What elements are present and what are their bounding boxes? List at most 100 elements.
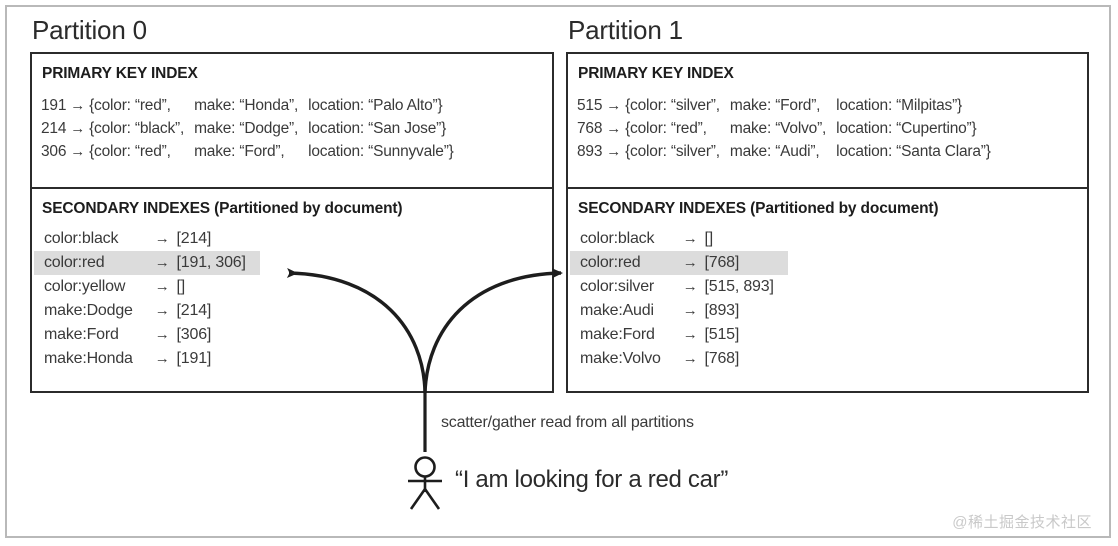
- table-row: make:Ford → [306]: [34, 323, 260, 347]
- posting-list: [214]: [176, 302, 212, 319]
- pk-location: location: “Milpitas”}: [836, 97, 963, 114]
- posting-list: [306]: [176, 326, 212, 343]
- posting-list: [191]: [176, 350, 212, 367]
- arrow-icon: →: [70, 97, 86, 114]
- arrow-icon: →: [682, 254, 698, 271]
- partition-0-secondary-index-heading: SECONDARY INDEXES (Partitioned by docume…: [42, 200, 403, 217]
- arrow-icon: →: [70, 120, 86, 137]
- index-term: color:red: [44, 254, 105, 271]
- partition-1-secondary-index-section: SECONDARY INDEXES (Partitioned by docume…: [568, 189, 1087, 390]
- partition-0-primary-key-section: PRIMARY KEY INDEX 191 → {color: “red”, m…: [32, 54, 552, 189]
- arrow-icon: →: [682, 326, 698, 343]
- pk-location: location: “Palo Alto”}: [308, 97, 443, 114]
- partition-1-title: Partition 1: [568, 15, 683, 45]
- index-term: color:silver: [580, 278, 655, 295]
- arrow-icon: →: [606, 120, 622, 137]
- partition-0-primary-key-heading: PRIMARY KEY INDEX: [42, 65, 198, 82]
- partition-0-box: PRIMARY KEY INDEX 191 → {color: “red”, m…: [30, 52, 554, 393]
- index-term: color:yellow: [44, 278, 126, 295]
- table-row-highlighted: color:red → [768]: [570, 251, 788, 275]
- table-row: 893 → {color: “silver”, make: “Audi”, lo…: [577, 142, 991, 165]
- pk-key: 306: [41, 143, 67, 160]
- table-row: make:Volvo → [768]: [570, 347, 788, 371]
- partition-0-secondary-index-table: color:black → [214] color:red → [191, 30…: [34, 227, 260, 371]
- pk-color: {color: “silver”,: [625, 97, 720, 114]
- pk-key: 893: [577, 143, 603, 160]
- pk-key: 768: [577, 120, 603, 137]
- table-row: make:Honda → [191]: [34, 347, 260, 371]
- pk-location: location: “Cupertino”}: [836, 120, 977, 137]
- pk-make: make: “Ford”,: [194, 143, 285, 160]
- table-row: color:black → []: [570, 227, 788, 251]
- index-term: make:Honda: [44, 350, 133, 367]
- index-term: make:Ford: [44, 326, 119, 343]
- index-term: make:Audi: [580, 302, 654, 319]
- table-row: color:black → [214]: [34, 227, 260, 251]
- posting-list: [515, 893]: [704, 278, 774, 295]
- table-row: 191 → {color: “red”, make: “Honda”, loca…: [41, 96, 454, 119]
- posting-list: []: [704, 230, 714, 247]
- table-row: color:yellow → []: [34, 275, 260, 299]
- arrow-icon: →: [606, 143, 622, 160]
- arrow-icon: →: [606, 97, 622, 114]
- pk-make: make: “Volvo”,: [729, 120, 827, 137]
- pk-make: make: “Dodge”,: [194, 120, 299, 137]
- arrow-icon: →: [682, 302, 698, 319]
- partition-0-title: Partition 0: [32, 15, 147, 45]
- watermark: @稀土掘金技术社区: [952, 514, 1092, 531]
- pk-key: 515: [577, 97, 603, 114]
- table-row: color:silver → [515, 893]: [570, 275, 788, 299]
- index-term: make:Volvo: [580, 350, 661, 367]
- arrow-icon: →: [154, 278, 170, 295]
- pk-color: {color: “silver”,: [625, 143, 720, 160]
- table-row: make:Dodge → [214]: [34, 299, 260, 323]
- partition-1-primary-key-table: 515 → {color: “silver”, make: “Ford”, lo…: [577, 96, 991, 165]
- pk-location: location: “Sunnyvale”}: [308, 143, 454, 160]
- arrow-icon: →: [154, 350, 170, 367]
- pk-key: 191: [41, 97, 67, 114]
- partition-0-primary-key-table: 191 → {color: “red”, make: “Honda”, loca…: [41, 96, 454, 165]
- posting-list: []: [176, 278, 186, 295]
- table-row-highlighted: color:red → [191, 306]: [34, 251, 260, 275]
- arrow-icon: →: [682, 350, 698, 367]
- table-row: 306 → {color: “red”, make: “Ford”, locat…: [41, 142, 454, 165]
- partition-0-secondary-index-section: SECONDARY INDEXES (Partitioned by docume…: [32, 189, 552, 390]
- table-row: 768 → {color: “red”, make: “Volvo”, loca…: [577, 119, 991, 142]
- scatter-gather-label: scatter/gather read from all partitions: [441, 414, 694, 431]
- posting-list: [515]: [704, 326, 740, 343]
- posting-list: [768]: [704, 350, 740, 367]
- partition-1-secondary-index-heading: SECONDARY INDEXES (Partitioned by docume…: [578, 200, 939, 217]
- table-row: 214 → {color: “black”, make: “Dodge”, lo…: [41, 119, 454, 142]
- pk-color: {color: “red”,: [625, 120, 707, 137]
- table-row: make:Audi → [893]: [570, 299, 788, 323]
- arrow-icon: →: [154, 302, 170, 319]
- pk-location: location: “Santa Clara”}: [836, 143, 991, 160]
- posting-list: [768]: [704, 254, 740, 271]
- arrow-icon: →: [682, 278, 698, 295]
- index-term: color:black: [44, 230, 119, 247]
- table-row: 515 → {color: “silver”, make: “Ford”, lo…: [577, 96, 991, 119]
- partition-1-primary-key-heading: PRIMARY KEY INDEX: [578, 65, 734, 82]
- posting-list: [214]: [176, 230, 212, 247]
- posting-list: [191, 306]: [176, 254, 246, 271]
- pk-color: {color: “red”,: [89, 97, 171, 114]
- arrow-icon: →: [154, 254, 170, 271]
- user-quote-label: “I am looking for a red car”: [455, 466, 729, 493]
- pk-make: make: “Ford”,: [729, 97, 821, 114]
- arrow-icon: →: [70, 143, 86, 160]
- pk-color: {color: “red”,: [89, 143, 171, 160]
- pk-location: location: “San Jose”}: [308, 120, 447, 137]
- arrow-icon: →: [154, 230, 170, 247]
- pk-make: make: “Honda”,: [194, 97, 299, 114]
- pk-color: {color: “black”,: [89, 120, 185, 137]
- index-term: color:red: [580, 254, 641, 271]
- index-term: make:Ford: [580, 326, 655, 343]
- partition-1-secondary-index-table: color:black → [] color:red → [768] color…: [570, 227, 788, 371]
- index-term: make:Dodge: [44, 302, 133, 319]
- arrow-icon: →: [154, 326, 170, 343]
- partition-1-box: PRIMARY KEY INDEX 515 → {color: “silver”…: [566, 52, 1089, 393]
- index-term: color:black: [580, 230, 655, 247]
- pk-make: make: “Audi”,: [729, 143, 820, 160]
- partition-1-primary-key-section: PRIMARY KEY INDEX 515 → {color: “silver”…: [568, 54, 1087, 189]
